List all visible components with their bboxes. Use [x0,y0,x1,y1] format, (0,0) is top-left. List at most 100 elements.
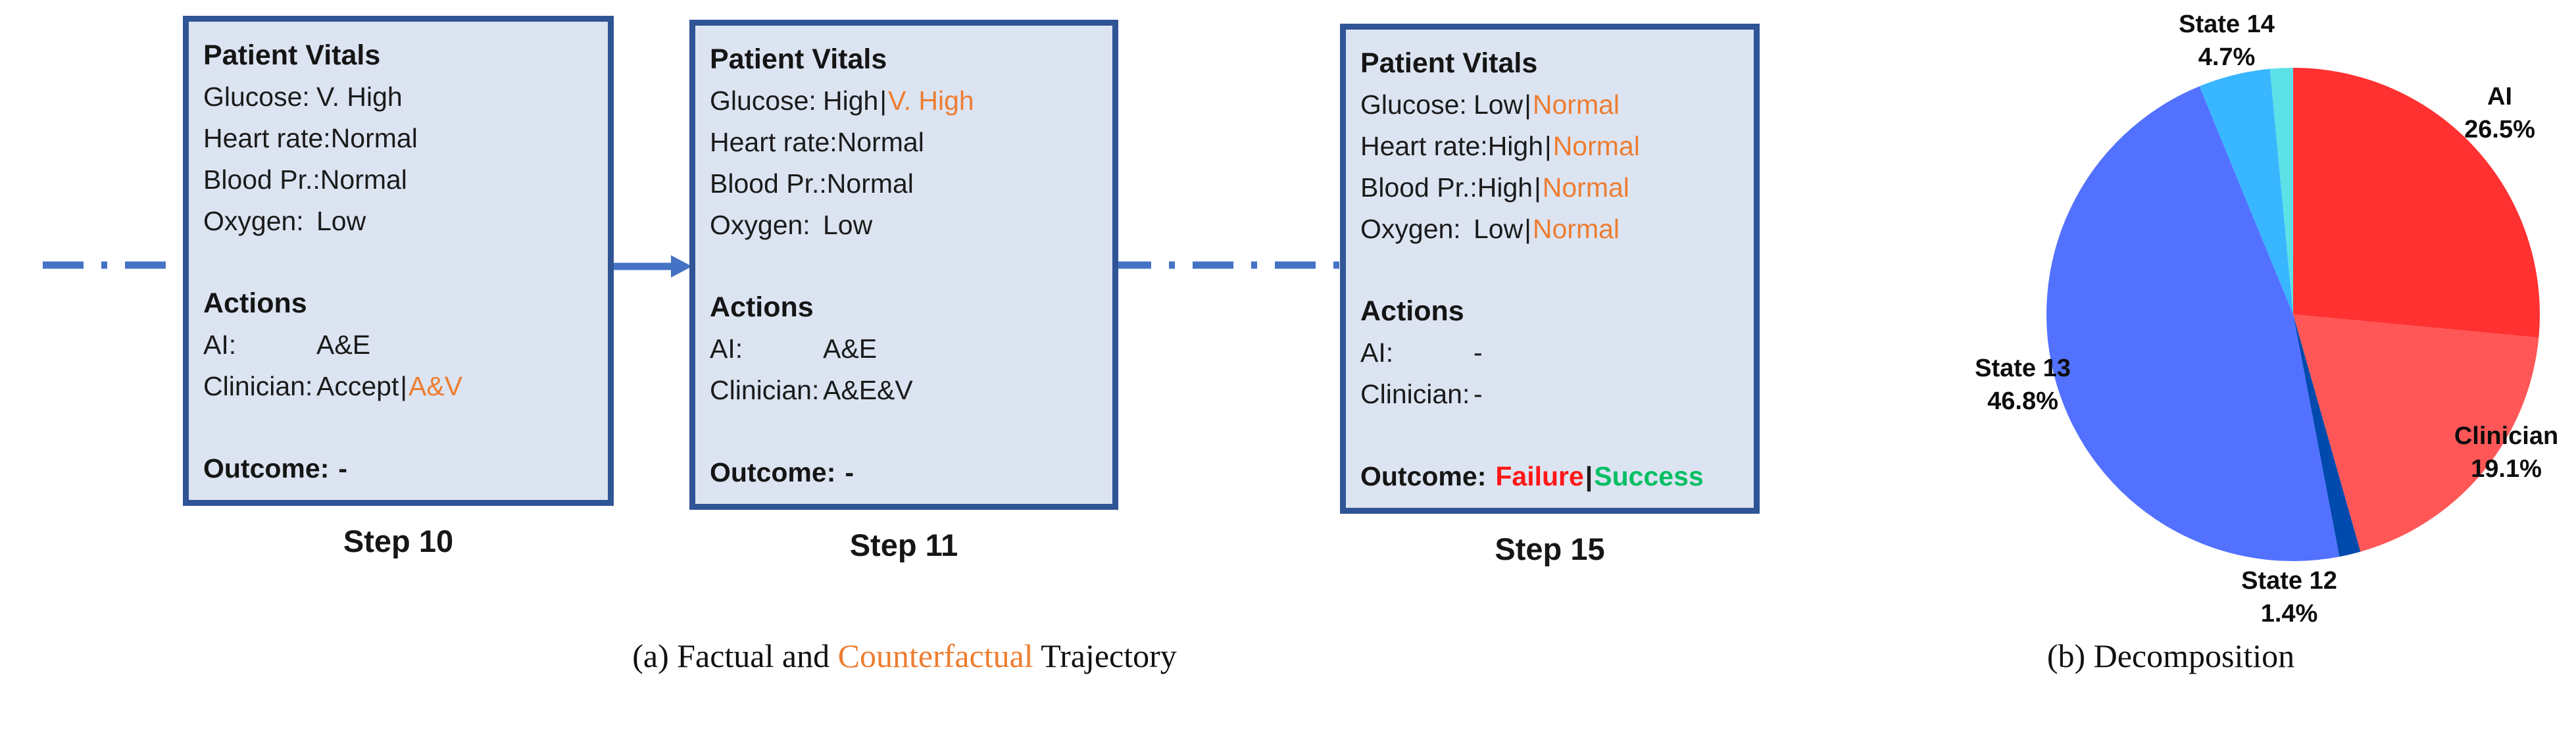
factual-value: Low [316,206,366,236]
state-row: Oxygen: Low| [710,205,1103,246]
panel-b-caption: (b) Decomposition [2046,637,2295,674]
factual-value: Low [823,210,873,240]
actions-rows: AI: A&E| Clinician: Accept|A&V [203,324,599,407]
patient-state-box: Patient Vitals Glucose: Low|Normal Heart… [1340,24,1760,514]
factual-value: A&E [316,330,371,360]
row-label: Heart rate: [710,127,837,157]
value-separator: | [879,86,887,116]
spacer [710,411,1103,452]
spacer [1360,250,1745,291]
value-separator: | [1545,131,1552,161]
caption-a-counterfactual-highlight: Counterfactual [837,637,1033,674]
spacer [1360,415,1745,456]
actions-title: Actions [1360,295,1464,327]
row-label: Blood Pr.: [710,168,827,199]
value-separator: | [1524,89,1531,120]
outcome-counterfactual: Success [1594,461,1704,491]
step-label: Step 15 [1495,532,1605,566]
counterfactual-value: A&V [409,371,463,401]
state-row: AI: A&E| [203,324,599,366]
spacer [710,246,1103,287]
vitals-rows: Glucose: High|V. High Heart rate: Normal… [710,80,1103,246]
state-row: AI: -| [1360,332,1745,374]
row-label: Glucose: [1360,89,1467,120]
patient-state-box: Patient Vitals Glucose: High|V. High Hea… [689,20,1118,510]
step-label: Step 11 [849,528,958,562]
factual-value: V. High [316,82,403,112]
vitals-title: Patient Vitals [710,43,887,75]
row-label: Clinician: [1360,379,1470,409]
counterfactual-value: Normal [1542,172,1629,203]
factual-value: Normal [837,127,924,157]
trajectory-step: Patient Vitals Glucose: High|V. High Hea… [689,20,1118,563]
factual-value: High [1487,131,1544,161]
state-row: Heart rate: Normal| [203,118,599,159]
trajectory-step: Patient Vitals Glucose: Low|Normal Heart… [1340,24,1760,567]
state-row: Clinician: Accept|A&V [203,366,599,407]
factual-value: Normal [320,164,407,195]
value-separator: | [1524,214,1531,244]
counterfactual-value: Normal [1552,131,1640,161]
row-label: Oxygen: [710,210,810,240]
state-row: Oxygen: Low| [203,201,599,242]
state-row: Heart rate: High|Normal [1360,126,1745,167]
row-value: Normal| [320,159,407,201]
outcome-separator: | [1585,461,1593,491]
outcome-label: Outcome: [203,453,330,483]
factual-value: Normal [826,168,914,199]
actions-title: Actions [203,287,307,319]
row-value: Low|Normal [1474,209,1620,250]
factual-value: A&E [823,334,878,364]
row-value: High|Normal [1488,126,1640,167]
row-value: A&E| [823,328,877,370]
panel-a-caption: (a) Factual and Counterfactual Trajector… [0,637,1809,675]
state-row: Clinician: -| [1360,374,1745,415]
row-value: Normal| [837,122,924,163]
outcome-factual: Failure [1495,461,1584,491]
outcome-row: Outcome: -| [203,448,599,489]
row-value: Normal| [827,163,914,205]
pie-chart [2046,68,2540,562]
row-label: AI: [203,330,237,360]
row-value: Low|Normal [1474,84,1620,126]
factual-value: A&E&V [823,375,913,405]
pie-slice-clinician [2293,314,2539,552]
factual-value: - [1474,379,1483,409]
pie-slice-unlabeled [2269,68,2293,314]
factual-value: Normal [330,123,418,153]
pie-slice-ai [2293,68,2540,338]
pie-slice-state-12 [2293,314,2361,557]
state-row: Clinician: A&E&V| [710,370,1103,411]
row-label: Oxygen: [203,206,304,236]
row-value: A&E| [316,324,370,366]
caption-a-prefix: (a) Factual and [632,637,838,674]
row-label: AI: [1360,337,1394,368]
row-value: Normal| [331,118,418,159]
factual-value: Accept [316,371,399,401]
state-row: Glucose: Low|Normal [1360,84,1745,126]
row-label: Oxygen: [1360,214,1461,244]
row-value: High|V. High [823,80,974,122]
vitals-title: Patient Vitals [1360,47,1538,79]
outcome-row: Outcome: Failure|Success [1360,456,1745,497]
state-row: Glucose: High|V. High [710,80,1103,122]
actions-rows: AI: A&E| Clinician: A&E&V| [710,328,1103,411]
counterfactual-value: Normal [1532,214,1620,244]
state-row: Oxygen: Low|Normal [1360,209,1745,250]
row-label: Glucose: [710,86,816,116]
vitals-rows: Glucose: Low|Normal Heart rate: High|Nor… [1360,84,1745,250]
row-value: Low| [823,205,872,246]
row-value: Accept|A&V [316,366,462,407]
outcome-value: Failure|Success [1495,456,1703,497]
row-label: Blood Pr.: [1360,172,1477,203]
row-value: -| [1474,332,1483,374]
factual-value: - [1474,337,1483,368]
row-value: Low| [316,201,366,242]
vitals-rows: Glucose: V. High| Heart rate: Normal| Bl… [203,76,599,242]
connector-dashdot-left [43,261,187,269]
step-label: Step 10 [343,524,454,558]
